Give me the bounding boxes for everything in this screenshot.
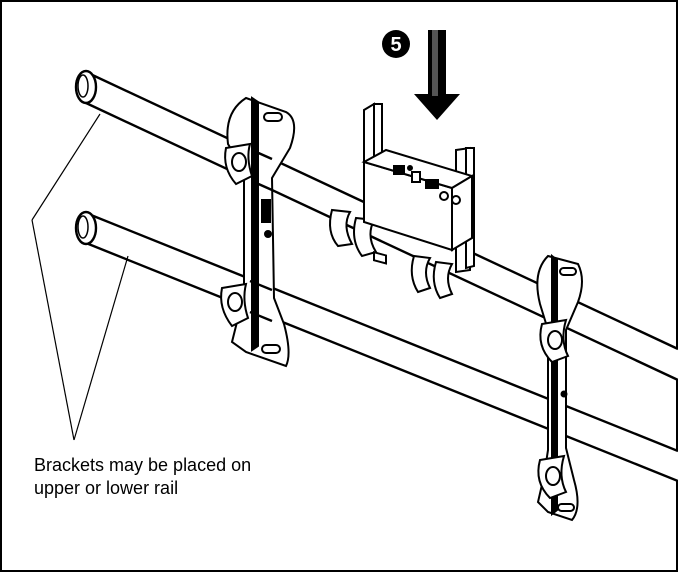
down-arrow-icon — [414, 30, 460, 120]
step-badge-circle — [382, 30, 410, 58]
lower-rail — [74, 210, 678, 483]
caption-line-2: upper or lower rail — [34, 478, 179, 498]
step-number: 5 — [390, 34, 401, 56]
left-mounting-bracket — [220, 96, 296, 368]
caption-line-1: Brackets may be placed on — [34, 455, 252, 475]
right-mounting-bracket — [536, 253, 583, 522]
step-badge: 5 — [382, 30, 410, 58]
device-shelf-bracket — [329, 102, 475, 300]
callout-leaders — [31, 113, 129, 441]
callout-caption: Brackets may be placed on upper or lower… — [34, 454, 334, 500]
